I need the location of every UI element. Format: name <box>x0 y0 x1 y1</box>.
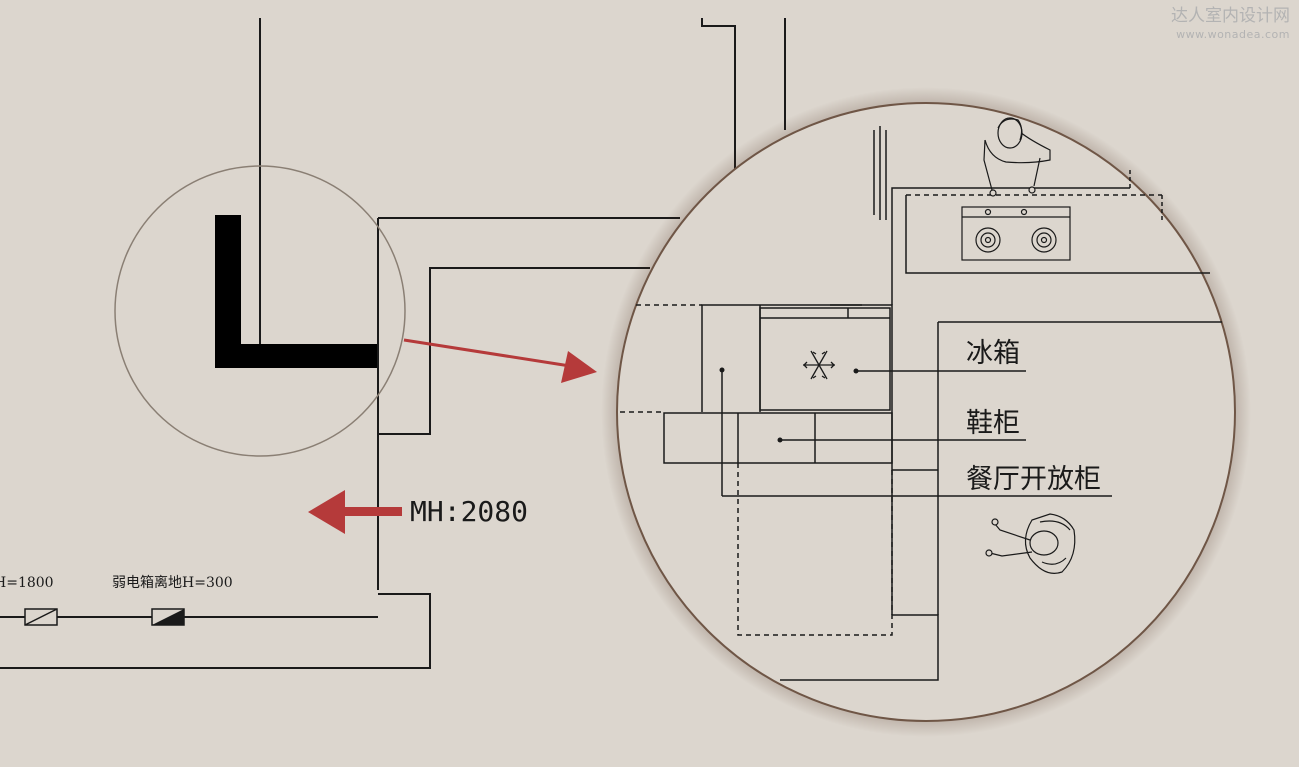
detail-circle <box>114 165 406 457</box>
outlet-height-label: H=1800 <box>0 575 54 591</box>
dining-cabinet-label: 餐厅开放柜 <box>966 464 1101 495</box>
mh-dimension-label: MH:2080 <box>410 495 528 528</box>
magnifier-lens <box>617 103 1235 721</box>
weak-box-height-label: 弱电箱离地H=300 <box>112 574 233 591</box>
arrow-left-icon <box>308 490 402 534</box>
plan-walls <box>0 18 786 669</box>
person-icon <box>985 513 1076 574</box>
person-icon <box>983 117 1051 197</box>
outlet-symbols <box>24 608 185 626</box>
snowflake-icon <box>803 350 835 380</box>
gas-stove-icon <box>961 206 1071 261</box>
magnified-detail <box>620 126 1222 681</box>
leader-dots <box>719 367 859 443</box>
watermark-url: www.wonadea.com <box>1176 28 1290 41</box>
watermark-title: 达人室内设计网 <box>1171 6 1290 26</box>
thick-wall-corner <box>215 215 377 368</box>
fridge-label: 冰箱 <box>966 338 1020 369</box>
shoe-cabinet-label: 鞋柜 <box>966 408 1020 439</box>
arrow-right-icon <box>403 338 597 383</box>
